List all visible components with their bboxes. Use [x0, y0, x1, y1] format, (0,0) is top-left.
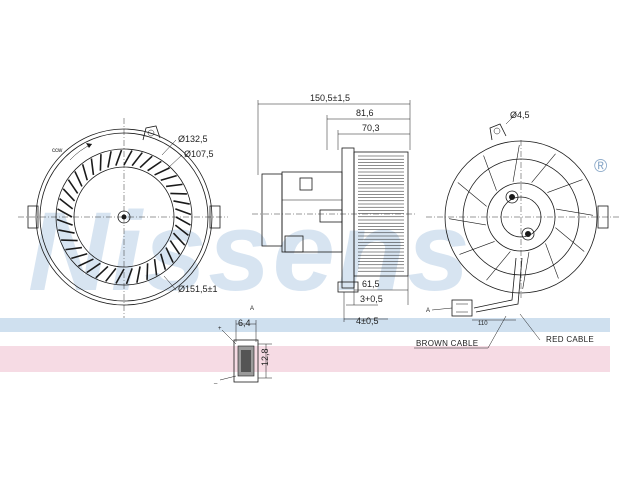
fan-blade	[160, 174, 177, 181]
dim-4-tol: 4±0,5	[356, 316, 378, 326]
housing-rib	[457, 182, 487, 207]
fan-blade	[125, 268, 133, 285]
fan-blade	[174, 224, 189, 236]
connector-detail: A 6,4 12,8 + _	[213, 306, 272, 384]
fan-blade	[147, 160, 162, 172]
fan-blade	[136, 266, 141, 283]
fan-blade	[146, 263, 149, 280]
fan-blade	[99, 154, 102, 171]
watermark-logo: Nissens	[28, 189, 472, 314]
housing-rib	[555, 227, 585, 252]
housing-rib	[459, 241, 495, 255]
dim-housing-diameter: Ø151,5±1	[178, 284, 217, 294]
fan-blade	[107, 151, 112, 168]
fan-blade	[169, 240, 181, 255]
fan-blade	[56, 218, 73, 226]
detail-tag: A	[250, 306, 254, 312]
cable-path	[473, 257, 517, 309]
fan-blade	[175, 208, 192, 216]
housing-rib	[483, 155, 497, 191]
red-cable-label: RED CABLE	[546, 335, 594, 344]
fan-blade	[81, 164, 88, 181]
fan-blade	[57, 208, 73, 218]
dim-cable-length: 110	[478, 321, 488, 327]
fan-blades	[56, 149, 192, 285]
registered-mark: ®	[594, 156, 607, 176]
watermark-band-blue	[0, 318, 610, 332]
fan-blade	[71, 253, 88, 260]
fan-blade	[86, 262, 101, 274]
housing-rib	[448, 218, 486, 226]
fan-blade	[175, 216, 191, 226]
dim-outer-diameter: Ø132,5	[178, 134, 208, 144]
fan-blade	[115, 268, 125, 284]
right-back-view: Ø4,5 A 110 RED CABLE BROWN CABLE	[414, 110, 620, 349]
minus-terminal: _	[213, 378, 218, 384]
fan-blade	[160, 253, 167, 270]
plus-terminal: +	[218, 326, 222, 332]
fan-blade	[78, 258, 94, 267]
fan-blade	[131, 152, 143, 167]
dim-connector-width: 6,4	[238, 318, 251, 328]
dim-61-5: 61,5	[362, 279, 380, 289]
fan-blade	[165, 183, 183, 188]
fan-blade	[59, 198, 74, 210]
fan-blade	[165, 247, 174, 263]
dim-70-3: 70,3	[362, 123, 380, 133]
housing-rib	[486, 251, 511, 281]
fan-blade	[90, 158, 95, 176]
housing-ribs	[448, 144, 594, 290]
housing-rib	[531, 153, 556, 183]
connector-tag-right: A	[426, 308, 430, 314]
rotation-label: ccw	[52, 148, 63, 154]
fan-blade	[62, 188, 76, 202]
fan-blade	[139, 155, 153, 169]
dim-81-6: 81,6	[356, 108, 374, 118]
housing-rib	[547, 179, 583, 193]
dim-hole: Ø4,5	[510, 110, 530, 120]
watermark-band-pink	[0, 346, 610, 372]
fan-blade	[74, 171, 83, 187]
housing-rib	[512, 144, 520, 182]
dim-inner-diameter: Ø107,5	[184, 149, 214, 159]
fan-blade	[61, 239, 78, 242]
fan-blade	[105, 267, 117, 282]
fan-blade	[173, 200, 190, 205]
fan-blade	[115, 149, 123, 166]
fan-blade	[123, 150, 133, 166]
dim-connector-height: 12,8	[260, 348, 270, 366]
dim-3-tol: 3+0,5	[360, 294, 383, 304]
side-view: 150,5±1,5 81,6 70,3 61,5 3+0,5 4±0,5	[252, 93, 416, 326]
dim-overall-length: 150,5±1,5	[310, 93, 350, 103]
brown-cable-label: BROWN CABLE	[416, 339, 478, 348]
fan-blade	[172, 232, 186, 246]
fan-blade	[67, 179, 79, 194]
fan-blade	[95, 265, 109, 279]
left-front-view: ccw Ø132,5 Ø107,5 Ø151,5±1	[18, 118, 228, 318]
fan-fins-side	[358, 155, 404, 272]
fan-blade	[153, 258, 158, 276]
fan-blade	[154, 167, 170, 176]
fan-blade	[58, 229, 75, 234]
fan-blade	[65, 246, 83, 251]
fan-blade	[170, 192, 187, 195]
housing-rib	[522, 252, 530, 290]
housing-rib	[545, 243, 559, 279]
housing-rib	[556, 208, 594, 216]
